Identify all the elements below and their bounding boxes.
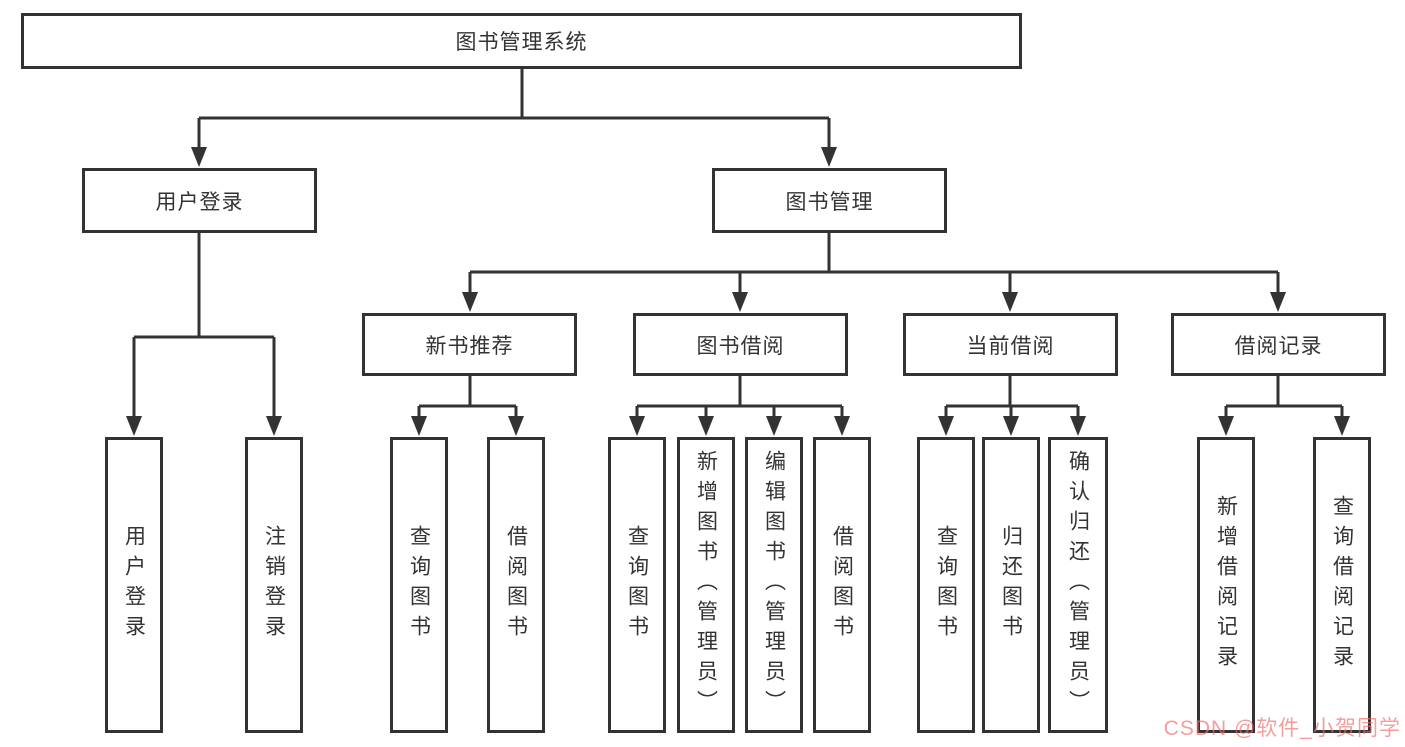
- leaf-current-query: 查询图书: [917, 437, 975, 733]
- arrowheads: [126, 147, 1350, 436]
- leaf-current-confirm: 确认归还（管理员）: [1048, 437, 1108, 733]
- node-current-borrow: 当前借阅: [903, 313, 1118, 376]
- leaf-records-query-label: 查询借阅记录: [1330, 495, 1354, 675]
- node-new-book-recommend: 新书推荐: [362, 313, 577, 376]
- leaf-current-query-label: 查询图书: [934, 525, 958, 645]
- leaf-borrow-borrow-label: 借阅图书: [830, 525, 854, 645]
- node-user-login: 用户登录: [82, 168, 317, 233]
- leaf-borrow-query: 查询图书: [608, 437, 666, 733]
- node-user-login-label: 用户登录: [155, 190, 244, 214]
- node-new-book-recommend-label: 新书推荐: [425, 334, 514, 358]
- leaf-newbook-query-label: 查询图书: [407, 525, 431, 645]
- leaf-borrow-borrow: 借阅图书: [813, 437, 871, 733]
- leaf-borrow-edit-label: 编辑图书（管理员）: [762, 450, 786, 720]
- leaf-logout-label: 注销登录: [262, 525, 286, 645]
- leaf-current-return-label: 归还图书: [999, 525, 1023, 645]
- leaf-user-login: 用户登录: [105, 437, 163, 733]
- csdn-watermark: CSDN @软件_小贺同学: [1163, 717, 1401, 740]
- node-borrow-records: 借阅记录: [1171, 313, 1386, 376]
- leaf-borrow-add: 新增图书（管理员）: [677, 437, 735, 733]
- leaf-newbook-borrow-label: 借阅图书: [504, 525, 528, 645]
- leaf-user-login-label: 用户登录: [122, 525, 146, 645]
- node-current-borrow-label: 当前借阅: [966, 334, 1055, 358]
- node-book-borrow: 图书借阅: [633, 313, 848, 376]
- leaf-records-add-label: 新增借阅记录: [1214, 495, 1238, 675]
- leaf-borrow-query-label: 查询图书: [625, 525, 649, 645]
- leaf-newbook-query: 查询图书: [390, 437, 448, 733]
- leaf-current-return: 归还图书: [982, 437, 1040, 733]
- leaf-logout: 注销登录: [245, 437, 303, 733]
- leaf-records-add: 新增借阅记录: [1197, 437, 1255, 733]
- leaf-borrow-edit: 编辑图书（管理员）: [745, 437, 803, 733]
- leaf-borrow-add-label: 新增图书（管理员）: [694, 450, 718, 720]
- node-book-borrow-label: 图书借阅: [696, 334, 785, 358]
- node-root: 图书管理系统: [21, 13, 1022, 69]
- node-borrow-records-label: 借阅记录: [1234, 334, 1323, 358]
- node-root-label: 图书管理系统: [455, 31, 588, 54]
- node-book-management: 图书管理: [712, 168, 947, 233]
- leaf-newbook-borrow: 借阅图书: [487, 437, 545, 733]
- leaf-records-query: 查询借阅记录: [1313, 437, 1371, 733]
- node-book-management-label: 图书管理: [785, 190, 874, 214]
- leaf-current-confirm-label: 确认归还（管理员）: [1066, 450, 1090, 720]
